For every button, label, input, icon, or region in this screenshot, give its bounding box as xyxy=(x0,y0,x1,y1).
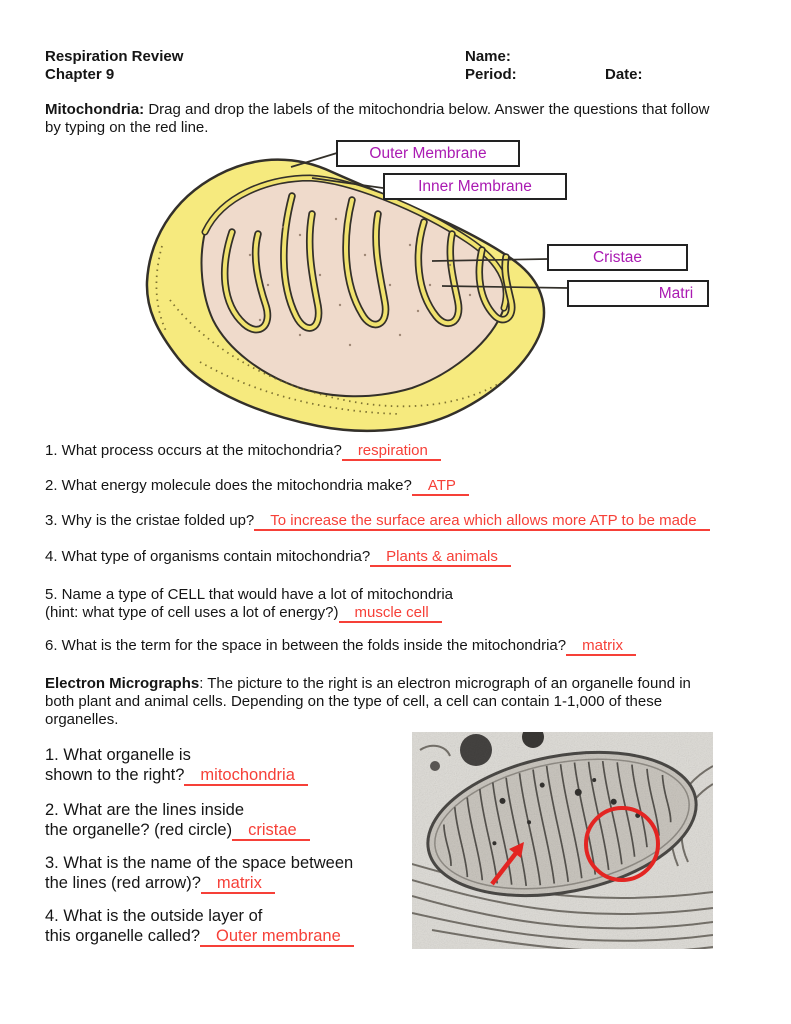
period-label: Period: xyxy=(465,66,517,83)
em-lead: Electron Micrographs xyxy=(45,675,200,692)
intro-lead: Mitochondria: xyxy=(45,101,145,118)
question-5-line1: 5. Name a type of CELL that would have a… xyxy=(45,586,454,603)
em-question-4-line2: this organelle called?Outer membrane xyxy=(45,926,354,947)
label-outer-membrane-text: Outer Membrane xyxy=(369,144,487,162)
label-matrix-text: Matri xyxy=(658,284,694,302)
label-cristae-text: Cristae xyxy=(592,248,643,266)
label-matrix[interactable]: Matri xyxy=(567,280,709,307)
em-question-1-prompt2: shown to the right? xyxy=(45,766,185,784)
question-3-answer[interactable]: To increase the surface area which allow… xyxy=(254,512,710,531)
em-question-4-prompt2: this organelle called? xyxy=(45,927,201,945)
question-2-prompt: 2. What energy molecule does the mitocho… xyxy=(45,477,412,494)
em-question-2-line1: 2. What are the lines inside xyxy=(45,801,245,819)
question-4: 4. What type of organisms contain mitoch… xyxy=(45,548,511,567)
doc-title: Respiration Review xyxy=(45,48,184,65)
intro-line2: by typing on the red line. xyxy=(45,119,209,136)
doc-subtitle: Chapter 9 xyxy=(45,66,115,83)
label-inner-membrane-text: Inner Membrane xyxy=(418,177,532,195)
question-1-answer[interactable]: respiration xyxy=(341,442,441,461)
em-question-1-line2: shown to the right?mitochondria xyxy=(45,765,308,786)
question-1: 1. What process occurs at the mitochondr… xyxy=(45,442,441,461)
micrograph-grain-overlay xyxy=(412,732,713,949)
matrix-stipple-dots xyxy=(248,217,472,347)
em-question-3-line1: 3. What is the name of the space between xyxy=(45,854,354,872)
em-question-2-prompt2: the organelle? (red circle) xyxy=(45,821,233,839)
em-question-3-prompt2: the lines (red arrow)? xyxy=(45,874,201,892)
question-4-answer[interactable]: Plants & animals xyxy=(370,548,511,567)
question-3: 3. Why is the cristae folded up?To incre… xyxy=(45,512,710,531)
date-label: Date: xyxy=(605,66,643,83)
question-6: 6. What is the term for the space in bet… xyxy=(45,637,636,656)
intro-line1: Mitochondria: Drag and drop the labels o… xyxy=(45,101,710,119)
question-4-prompt: 4. What type of organisms contain mitoch… xyxy=(45,548,371,565)
em-paragraph-line1: Electron Micrographs: The picture to the… xyxy=(45,675,691,693)
question-2-answer[interactable]: ATP xyxy=(411,477,469,496)
question-1-prompt: 1. What process occurs at the mitochondr… xyxy=(45,442,342,459)
em-question-1-line1: 1. What organelle is xyxy=(45,746,191,764)
em-question-2-line2: the organelle? (red circle)cristae xyxy=(45,820,310,841)
em-question-3-answer[interactable]: matrix xyxy=(200,874,275,894)
em-question-3-line2: the lines (red arrow)?matrix xyxy=(45,873,275,894)
question-3-prompt: 3. Why is the cristae folded up? xyxy=(45,512,255,529)
label-cristae[interactable]: Cristae xyxy=(547,244,688,271)
label-inner-membrane[interactable]: Inner Membrane xyxy=(383,173,567,200)
question-5-prompt2: (hint: what type of cell uses a lot of e… xyxy=(45,604,339,621)
em-question-4-answer[interactable]: Outer membrane xyxy=(200,927,354,947)
red-arrow-annotation xyxy=(490,842,524,886)
question-5-line2: (hint: what type of cell uses a lot of e… xyxy=(45,604,442,623)
name-label: Name: xyxy=(465,48,511,65)
em-question-2-answer[interactable]: cristae xyxy=(232,821,310,841)
question-6-answer[interactable]: matrix xyxy=(566,637,636,656)
em-rest: : The picture to the right is an electro… xyxy=(199,675,691,692)
intro-rest: Drag and drop the labels of the mitochon… xyxy=(144,101,710,118)
membrane-stipple-lines xyxy=(155,245,506,415)
em-question-4-line1: 4. What is the outside layer of xyxy=(45,907,263,925)
matrix-shape xyxy=(200,176,508,398)
cristae-folds xyxy=(221,192,516,334)
em-question-1-answer[interactable]: mitochondria xyxy=(184,766,308,786)
question-6-prompt: 6. What is the term for the space in bet… xyxy=(45,637,567,654)
label-outer-membrane[interactable]: Outer Membrane xyxy=(336,140,520,167)
electron-micrograph-svg xyxy=(412,732,713,949)
question-2: 2. What energy molecule does the mitocho… xyxy=(45,477,469,496)
em-paragraph-line3: organelles. xyxy=(45,711,119,728)
outer-membrane-shape xyxy=(145,158,546,433)
electron-micrograph-image xyxy=(412,732,713,949)
red-circle-annotation xyxy=(584,806,660,882)
question-5-answer[interactable]: muscle cell xyxy=(338,604,442,623)
em-paragraph-line2: both plant and animal cells. Depending o… xyxy=(45,693,663,710)
